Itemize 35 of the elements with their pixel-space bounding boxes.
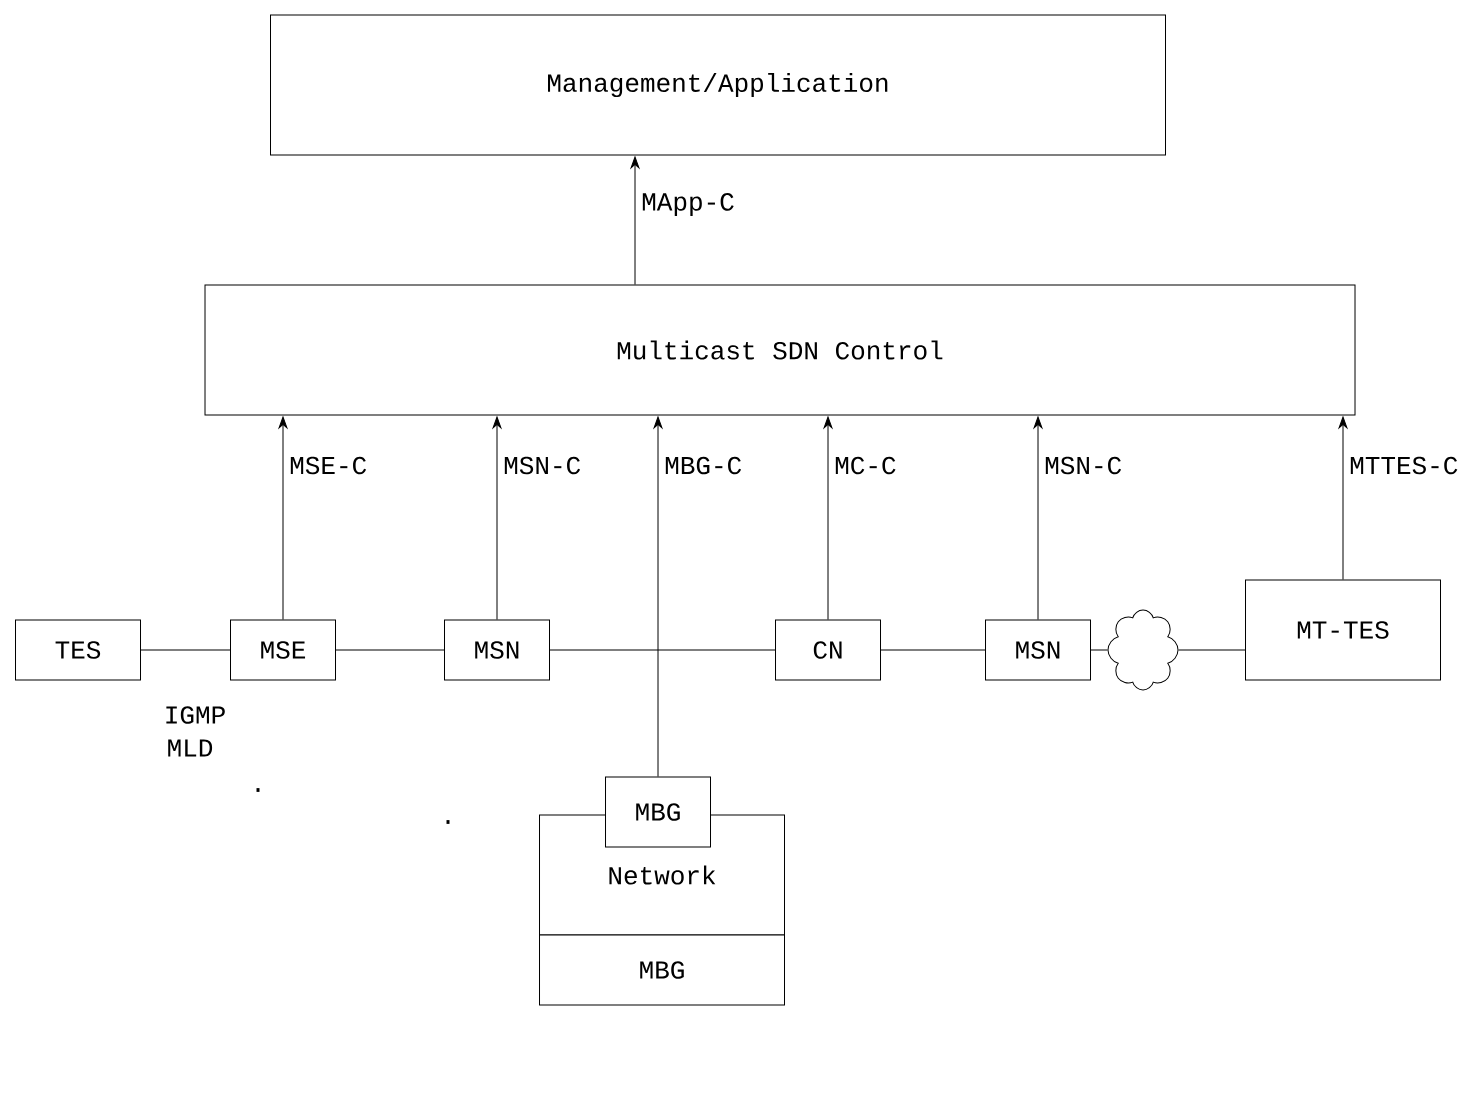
- edge-label: MBG-C: [662, 454, 745, 477]
- dot-mark: .: [256, 788, 260, 792]
- arrow: [630, 156, 640, 285]
- arrow: [278, 416, 288, 620]
- protocol-label: IGMP: [166, 706, 225, 724]
- connector-line: [140, 649, 231, 651]
- dot-mark: .: [446, 820, 450, 824]
- arrow: [653, 416, 663, 777]
- system-box: MSN: [985, 619, 1091, 681]
- protocol-label: MLD: [168, 739, 213, 757]
- system-box: Multicast SDN Control: [204, 284, 1356, 416]
- system-box: Management/Application: [270, 14, 1166, 156]
- edge-label: MTTES-C: [1347, 454, 1461, 477]
- edge-label: MC-C: [832, 454, 899, 477]
- connector-line: [549, 649, 776, 651]
- edge-label: MSN-C: [501, 454, 584, 477]
- system-box: CN: [775, 619, 881, 681]
- arrow: [823, 416, 833, 620]
- system-box: MT-TES: [1245, 579, 1441, 681]
- cloud-shape: [1107, 609, 1179, 691]
- edge-label: MApp-C: [639, 191, 737, 218]
- system-box: TES: [15, 619, 141, 681]
- system-box: MBG: [605, 776, 711, 848]
- arrow: [1033, 416, 1043, 620]
- edge-label: MSE-C: [287, 454, 370, 477]
- arrow: [1338, 416, 1348, 580]
- connector-line: [1178, 649, 1246, 651]
- system-box: MSE: [230, 619, 336, 681]
- edge-label: MSN-C: [1042, 454, 1125, 477]
- arrow: [492, 416, 502, 620]
- connector-line: [335, 649, 445, 651]
- connector-line: [1090, 649, 1108, 651]
- system-box: MBG: [539, 934, 785, 1006]
- system-box: MSN: [444, 619, 550, 681]
- connector-line: [880, 649, 986, 651]
